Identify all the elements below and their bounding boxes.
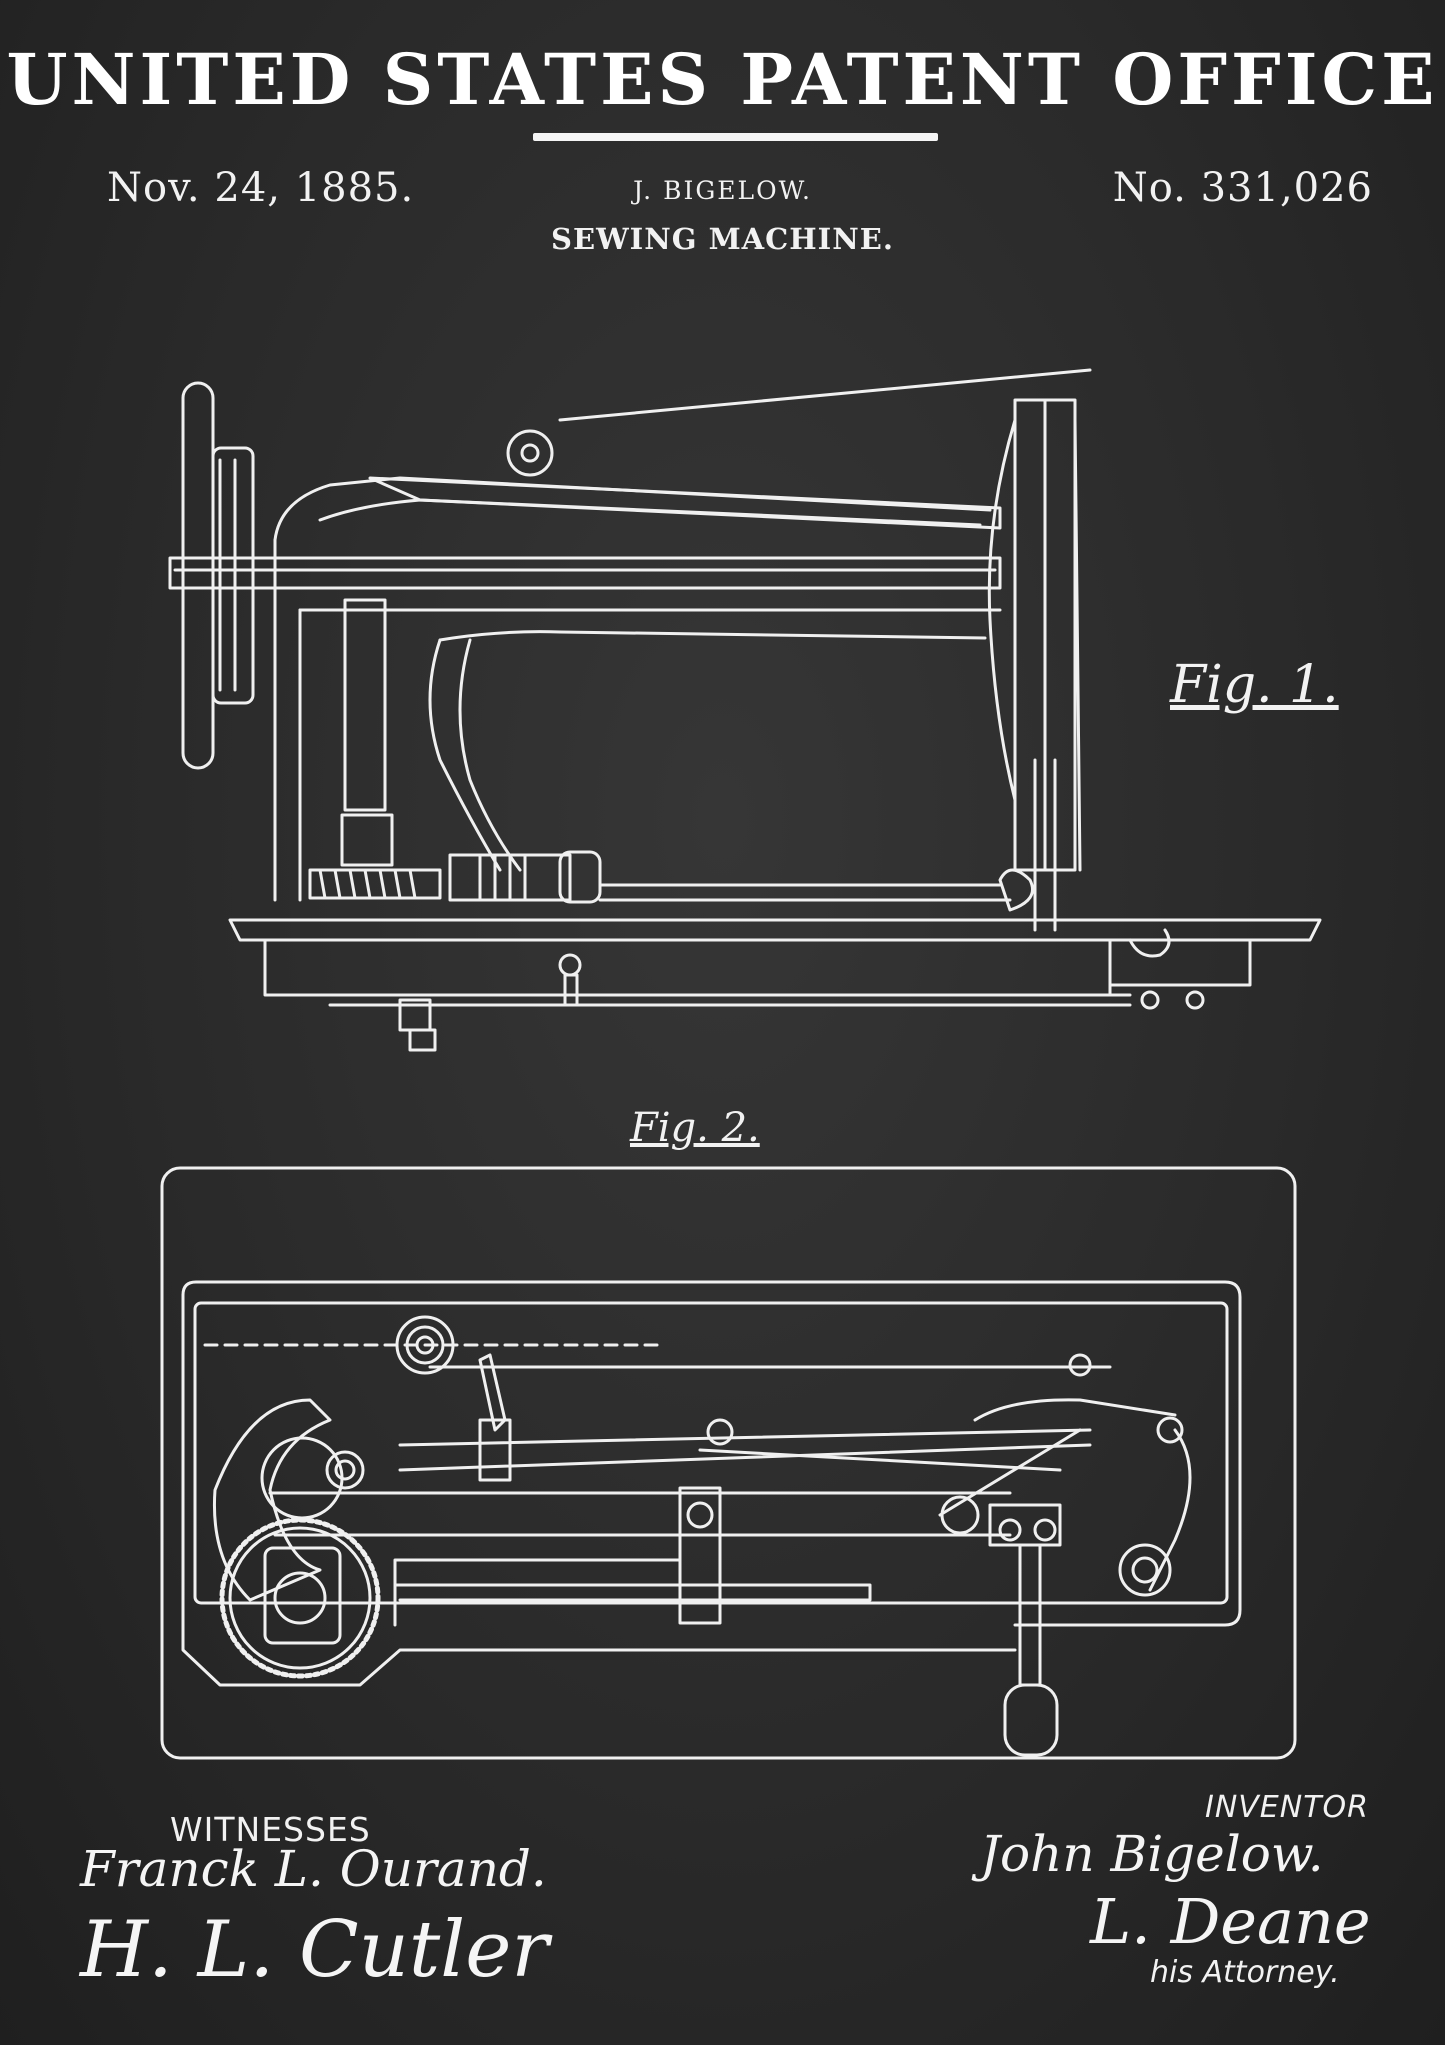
figure-1-label: Fig. 1. bbox=[1170, 655, 1339, 715]
fig1-machine bbox=[168, 368, 1322, 1052]
attorney-label: his Attorney. bbox=[1150, 1955, 1340, 1990]
inventor-name: J. BIGELOW. bbox=[633, 176, 812, 205]
attorney-signature: L. Deane bbox=[1090, 1885, 1371, 1958]
witness-signature-2: H. L. Cutler bbox=[80, 1905, 549, 1995]
title-rule bbox=[533, 133, 938, 141]
inventor-signature: John Bigelow. bbox=[980, 1825, 1324, 1883]
invention-title: SEWING MACHINE. bbox=[551, 222, 894, 256]
witness-signature-1: Franck L. Ourand. bbox=[80, 1840, 547, 1898]
figure-2-label: Fig. 2. bbox=[630, 1105, 760, 1151]
patent-office-title: UNITED STATES PATENT OFFICE bbox=[6, 38, 1439, 121]
patent-number: No. 331,026 bbox=[1112, 165, 1373, 211]
fig2-plan bbox=[160, 1166, 1297, 1760]
witnesses-heading: WITNESSES bbox=[170, 1810, 371, 1849]
patent-date: Nov. 24, 1885. bbox=[107, 165, 415, 211]
inventor-heading: INVENTOR bbox=[1205, 1790, 1369, 1825]
